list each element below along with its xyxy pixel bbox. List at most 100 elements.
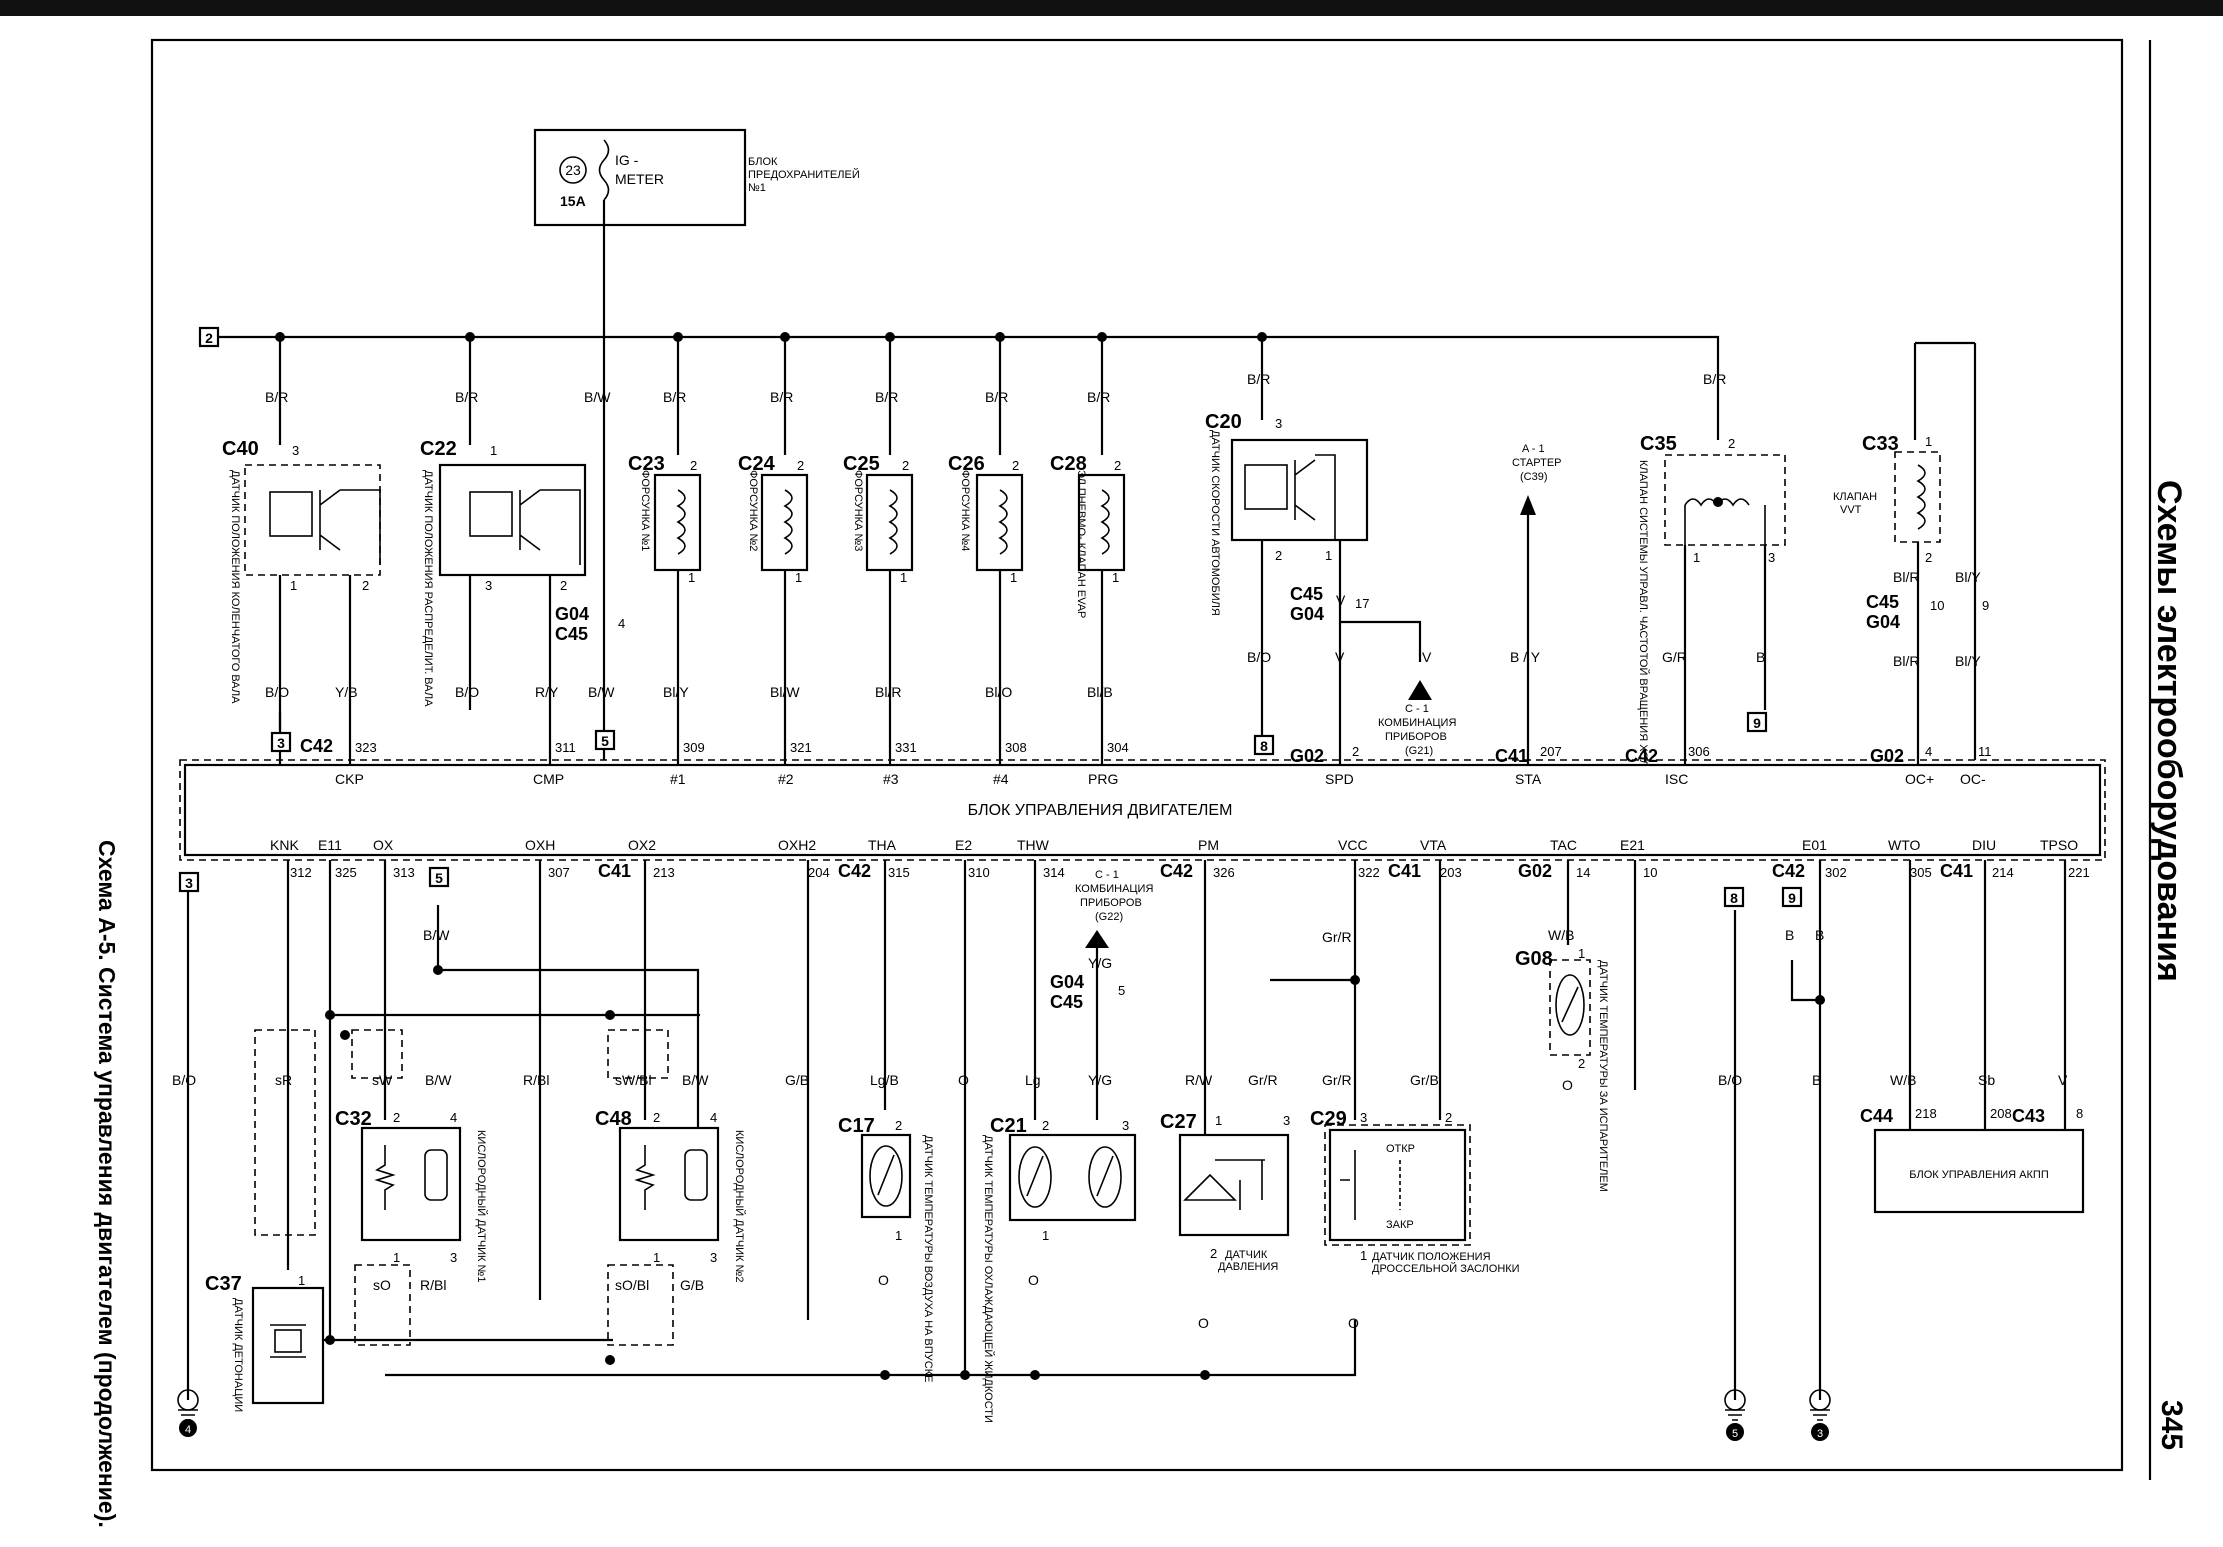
svg-text:2: 2: [653, 1110, 660, 1125]
ref-boxes-top: 3 5 8: [270, 729, 1275, 756]
svg-text:1: 1: [1215, 1113, 1222, 1128]
ox1-shield-bottom: [354, 1264, 411, 1346]
svg-text:C17: C17: [838, 1115, 875, 1137]
svg-text:ПРИБОРОВ: ПРИБОРОВ: [1385, 731, 1447, 743]
c48-desc: КИСЛОРОДНЫЙ ДАТЧИК №2: [733, 1130, 746, 1282]
svg-text:Bl/B: Bl/B: [1087, 684, 1113, 700]
svg-text:TAC: TAC: [1550, 837, 1577, 853]
fuse-block-label-2: ПРЕДОХРАНИТЕЛЕЙ: [748, 168, 860, 181]
svg-text:2: 2: [1042, 1118, 1049, 1133]
inline-connectors-top: G04 C45 4 C45 G04 17: [555, 584, 1369, 644]
svg-text:G/R: G/R: [1662, 649, 1687, 665]
at-ecu-label: БЛОК УПРАВЛЕНИЯ АКПП: [1909, 1169, 2049, 1181]
svg-text:11: 11: [1978, 744, 1992, 759]
svg-text:302: 302: [1825, 865, 1847, 880]
svg-text:10: 10: [1643, 865, 1657, 880]
svg-text:C42: C42: [1772, 861, 1805, 881]
svg-text:B / Y: B / Y: [1510, 649, 1541, 665]
svg-text:E11: E11: [318, 837, 342, 853]
svg-text:322: 322: [1358, 865, 1380, 880]
svg-text:2: 2: [1012, 458, 1019, 473]
c17-desc: ДАТЧИК ТЕМПЕРАТУРЫ ВОЗДУХА НА ВПУСКЕ: [922, 1135, 934, 1382]
svg-text:315: 315: [888, 865, 910, 880]
svg-text:1: 1: [895, 1228, 902, 1243]
svg-text:1: 1: [298, 1273, 305, 1288]
c26-desc: ФОРСУНКА №4: [959, 470, 971, 551]
svg-text:Y/G: Y/G: [1088, 955, 1112, 971]
svg-text:E21: E21: [1620, 837, 1645, 853]
svg-text:ISC: ISC: [1665, 771, 1688, 787]
svg-text:321: 321: [790, 740, 812, 755]
svg-text:312: 312: [290, 865, 312, 880]
svg-text:Bl/O: Bl/O: [985, 684, 1012, 700]
svg-text:5: 5: [1732, 1428, 1738, 1440]
svg-text:C41: C41: [1495, 746, 1528, 766]
svg-text:OX: OX: [373, 837, 394, 853]
svg-text:1: 1: [1693, 550, 1700, 565]
g08-evaporator-temp-sensor: G08 1 2: [1515, 946, 1591, 1071]
svg-text:1: 1: [795, 570, 802, 585]
svg-text:THA: THA: [868, 837, 897, 853]
svg-text:sO: sO: [373, 1277, 391, 1293]
svg-text:3: 3: [1360, 1110, 1367, 1125]
svg-text:C28: C28: [1050, 453, 1087, 475]
svg-text:O: O: [1028, 1272, 1039, 1288]
c25-desc: ФОРСУНКА №3: [852, 470, 864, 551]
svg-text:305: 305: [1910, 865, 1932, 880]
svg-text:1: 1: [393, 1250, 400, 1265]
svg-text:V: V: [1336, 592, 1346, 608]
svg-text:C26: C26: [948, 453, 985, 475]
svg-text:C24: C24: [738, 453, 776, 475]
svg-text:C45: C45: [555, 624, 588, 644]
svg-text:B/R: B/R: [265, 389, 288, 405]
svg-text:СТАРТЕР: СТАРТЕР: [1512, 457, 1562, 469]
svg-text:(C39): (C39): [1520, 471, 1548, 483]
svg-text:Bl/R: Bl/R: [1893, 569, 1919, 585]
svg-text:2: 2: [1925, 550, 1932, 565]
svg-text:1: 1: [1010, 570, 1017, 585]
c21-desc: ДАТЧИК ТЕМПЕРАТУРЫ ОХЛАЖДАЮЩЕЙ ЖИДКОСТИ: [982, 1135, 995, 1423]
svg-text:G02: G02: [1290, 746, 1324, 766]
svg-text:OXH: OXH: [525, 837, 555, 853]
svg-text:V: V: [2058, 1072, 2068, 1088]
svg-text:C41: C41: [1388, 861, 1421, 881]
svg-text:C21: C21: [990, 1115, 1027, 1137]
svg-text:2: 2: [1210, 1246, 1217, 1261]
svg-text:W/B: W/B: [1548, 927, 1574, 943]
c35-desc: КЛАПАН СИСТЕМЫ УПРАВЛ. ЧАСТОТОЙ ВРАЩЕНИЯ…: [1637, 460, 1650, 845]
svg-text:311: 311: [555, 740, 576, 755]
svg-text:221: 221: [2068, 865, 2090, 880]
ecu-label: БЛОК УПРАВЛЕНИЯ ДВИГАТЕЛЕМ: [968, 802, 1233, 819]
svg-text:#4: #4: [993, 771, 1009, 787]
svg-text:Y/B: Y/B: [335, 684, 358, 700]
svg-text:O: O: [1348, 1315, 1359, 1331]
svg-text:8: 8: [1730, 890, 1738, 906]
svg-text:V: V: [1422, 649, 1432, 665]
svg-text:Gr/Bl: Gr/Bl: [1410, 1072, 1442, 1088]
svg-text:CMP: CMP: [533, 771, 564, 787]
fuse-symbol: [598, 139, 610, 201]
svg-text:1: 1: [1578, 946, 1585, 961]
svg-text:G08: G08: [1515, 948, 1553, 970]
svg-text:309: 309: [683, 740, 705, 755]
svg-text:E01: E01: [1802, 837, 1827, 853]
svg-text:R/W: R/W: [1185, 1072, 1213, 1088]
ecu-outline: [179, 759, 2106, 861]
svg-text:C - 1: C - 1: [1405, 703, 1429, 715]
svg-text:SPD: SPD: [1325, 771, 1354, 787]
injector-c24: C24 21: [738, 453, 809, 585]
svg-text:O: O: [878, 1272, 889, 1288]
svg-text:B/W: B/W: [425, 1072, 452, 1088]
ref-2-label: 2: [205, 330, 213, 346]
svg-text:2: 2: [1578, 1056, 1585, 1071]
svg-text:B/W: B/W: [682, 1072, 709, 1088]
ground-3: 3: [1809, 1389, 1831, 1441]
svg-text:207: 207: [1540, 744, 1562, 759]
svg-text:C33: C33: [1862, 433, 1899, 455]
svg-text:G02: G02: [1518, 861, 1552, 881]
svg-text:B/O: B/O: [1718, 1072, 1742, 1088]
svg-text:(G21): (G21): [1405, 745, 1433, 757]
